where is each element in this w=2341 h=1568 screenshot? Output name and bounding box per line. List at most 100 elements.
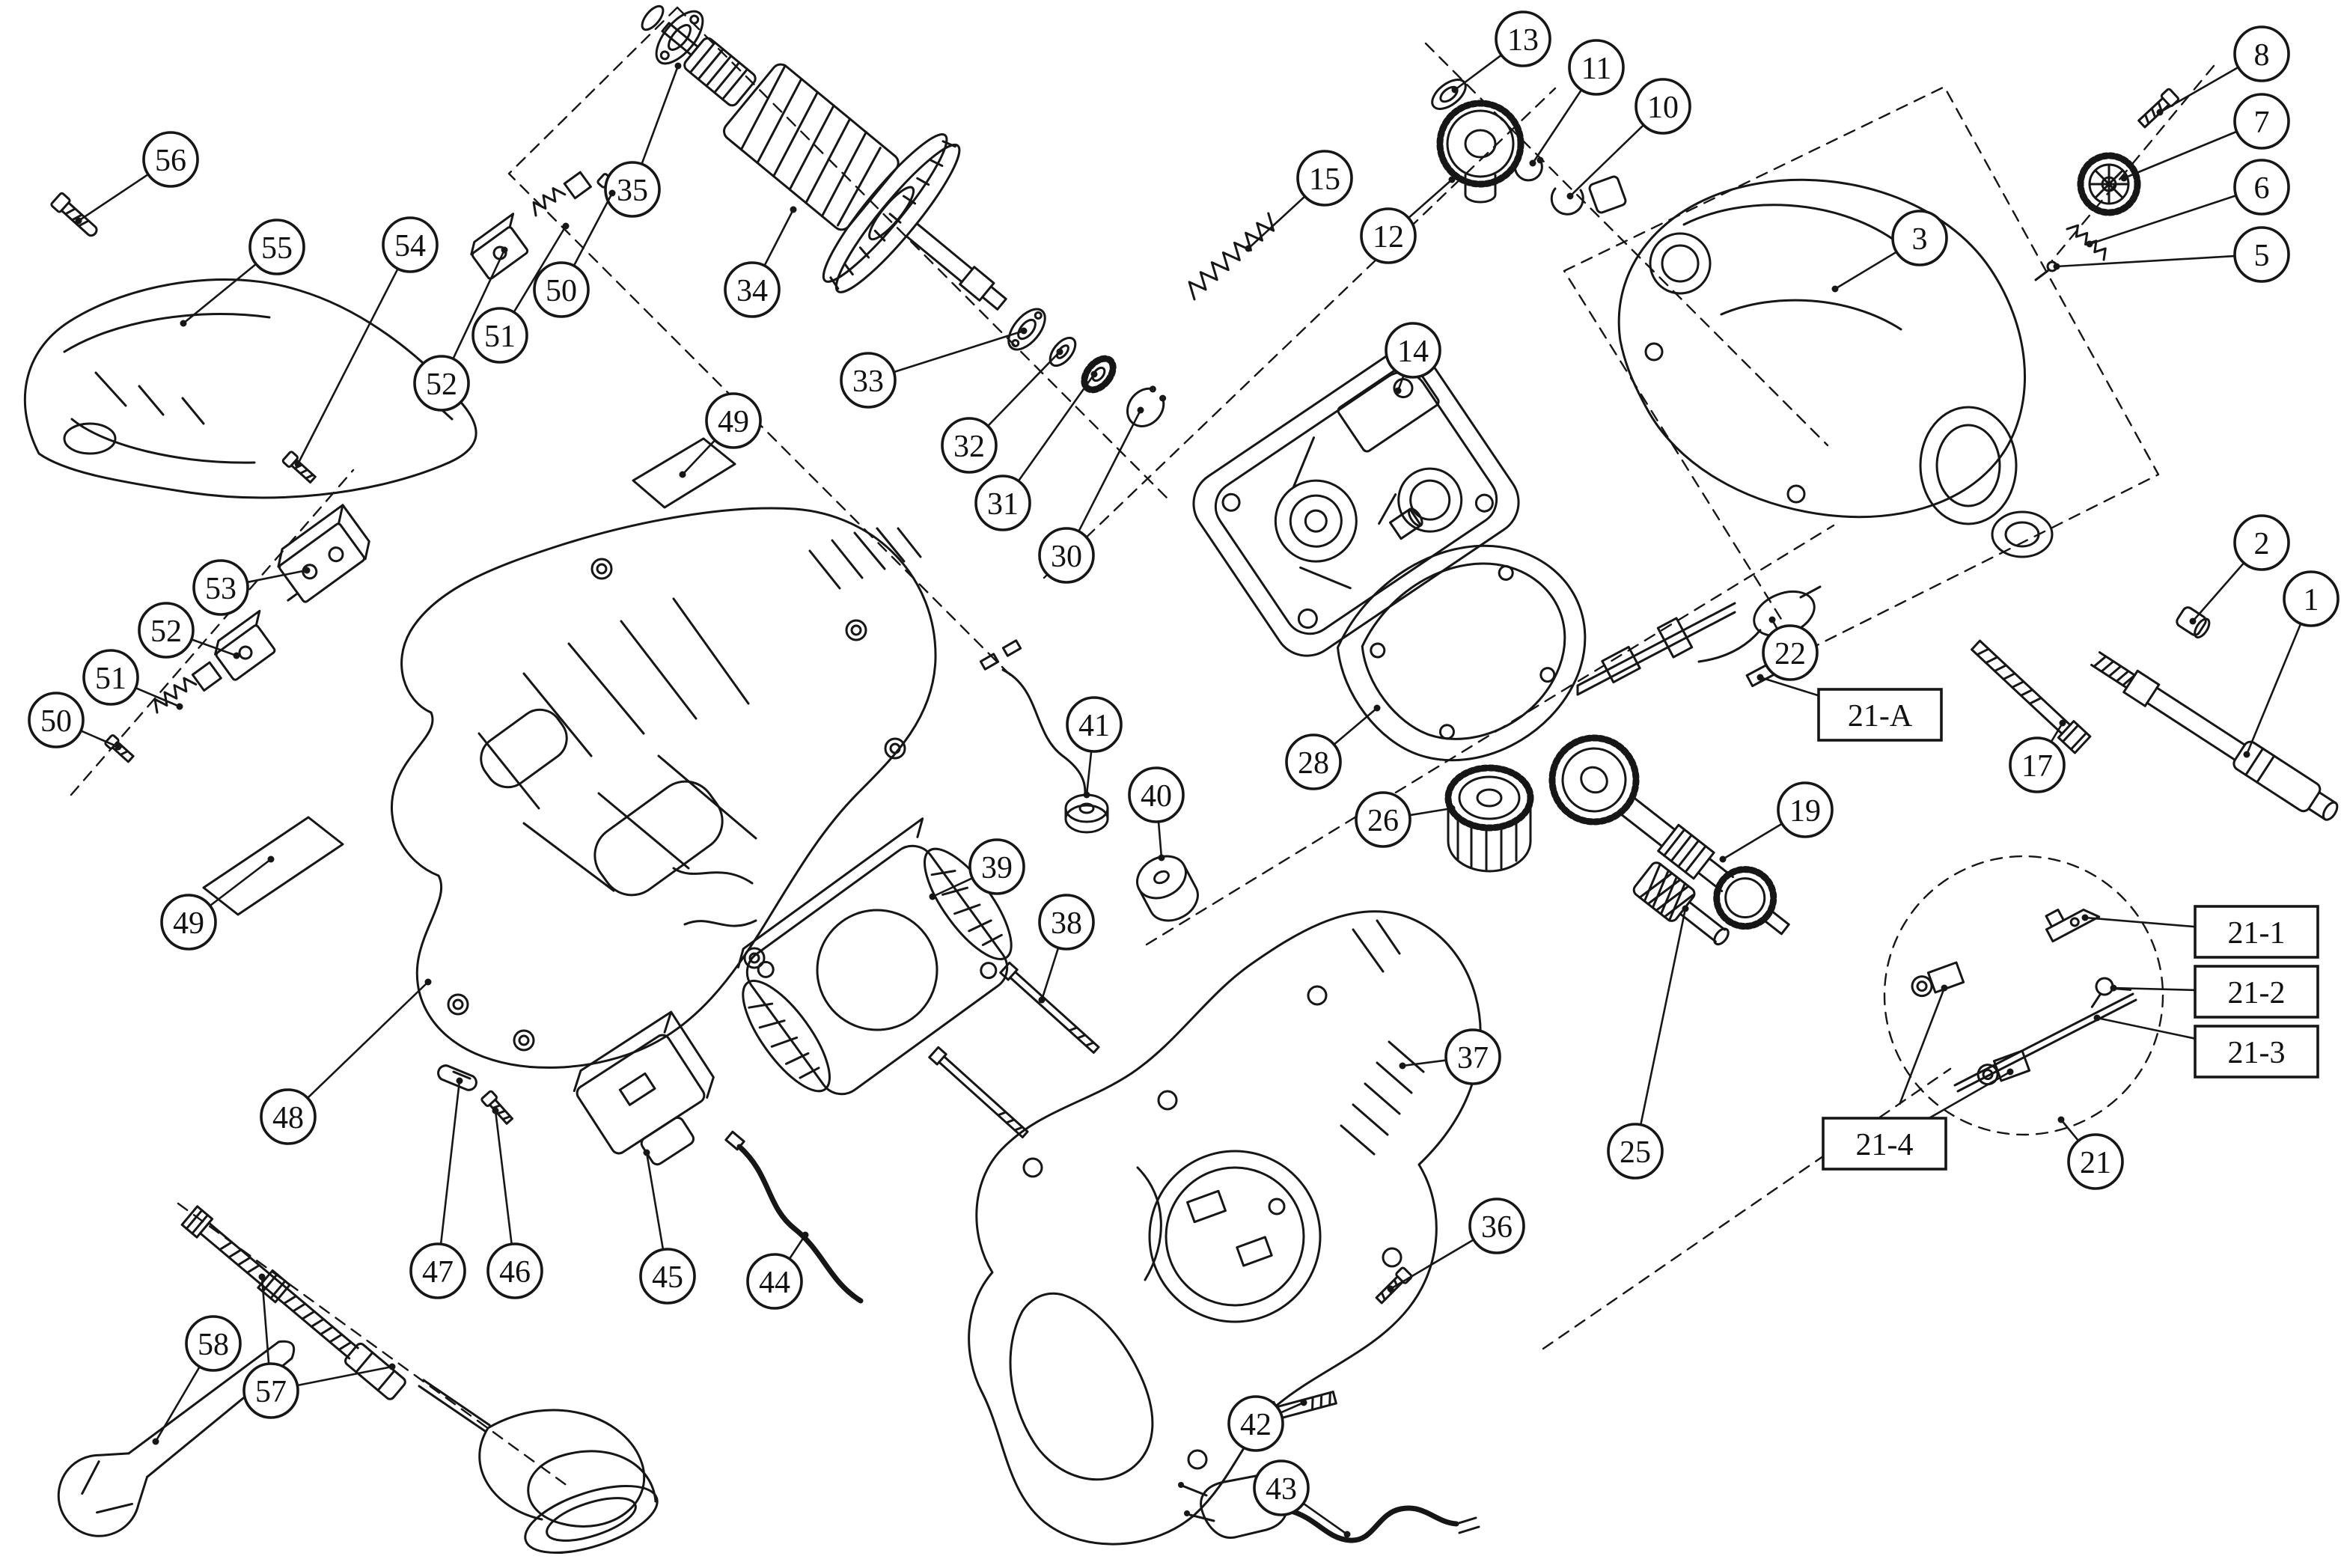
- part-callout-38: 38: [1038, 894, 1095, 1004]
- part-number-35: 35: [617, 174, 648, 208]
- pin-5-drawing: [2034, 260, 2058, 281]
- brush-assembly-21-drawing: [1883, 855, 2164, 1136]
- part-balloon-51-top: [471, 307, 528, 364]
- brush-spring-51-left-drawing: [153, 661, 222, 714]
- part-number-31: 31: [987, 487, 1019, 522]
- part-number-51-top: 51: [484, 320, 516, 354]
- part-number-55: 55: [261, 231, 293, 266]
- screw-8-drawing: [2137, 88, 2180, 129]
- part-callout-26: 26: [1355, 791, 1456, 848]
- part-number-22: 22: [1774, 637, 1806, 671]
- armature-34-drawing: [661, 22, 1007, 311]
- part-balloon-34: [724, 261, 781, 318]
- part-number-13: 13: [1507, 23, 1539, 58]
- part-balloon-46: [486, 1242, 543, 1299]
- part-callout-19: 19: [1719, 781, 1834, 863]
- part-balloon-33: [840, 352, 897, 409]
- part-number-49-left: 49: [173, 906, 204, 941]
- bearing-35-drawing: [655, 10, 704, 65]
- part-callout-11: 11: [1529, 39, 1625, 167]
- part-callout-25: 25: [1607, 905, 1689, 1180]
- part-callout-12: 12: [1360, 176, 1456, 264]
- part-number-33: 33: [852, 364, 884, 399]
- bushing-drawing: [1388, 507, 1423, 540]
- part-balloon-32: [941, 417, 998, 474]
- part-balloon-49-left: [160, 894, 217, 951]
- part-callout-56: 56: [75, 131, 199, 225]
- clamp-47-drawing: [437, 1064, 477, 1091]
- part-balloon-49-top: [705, 392, 762, 449]
- left-housing-48-drawing: [391, 507, 937, 1069]
- part-callout-44: 44: [746, 1231, 809, 1310]
- part-balloon-15: [1296, 150, 1353, 207]
- part-number-21-1: 21-1: [2228, 916, 2286, 951]
- part-callout-8: 8: [2156, 25, 2290, 116]
- part-callout-28: 28: [1285, 704, 1381, 790]
- part-callout-2: 2: [2189, 514, 2290, 625]
- part-number-3: 3: [1912, 222, 1928, 257]
- part-number-38: 38: [1051, 906, 1082, 941]
- part-callout-1: 1: [2243, 570, 2340, 758]
- part-number-53: 53: [205, 572, 236, 606]
- power-cord-43-drawing: [1178, 1474, 1480, 1543]
- shift-lever-22-drawing: [1576, 585, 1822, 696]
- part-balloon-19: [1777, 781, 1834, 838]
- part-balloon-5: [2233, 226, 2290, 283]
- screw-54-drawing: [281, 451, 317, 483]
- part-callout-21-A: 21-A: [1756, 674, 1943, 742]
- spring-6-drawing: [2066, 224, 2107, 261]
- part-balloon-45: [639, 1248, 696, 1305]
- part-callout-36: 36: [1387, 1198, 1525, 1293]
- threaded-rod-57-drawing: [180, 1205, 359, 1360]
- gear-12-drawing: [1436, 100, 1524, 204]
- right-housing-37-drawing: [968, 910, 1482, 1546]
- part-balloon-22: [1762, 624, 1819, 681]
- part-balloon-21-A: [1817, 688, 1943, 742]
- part-number-11: 11: [1581, 52, 1611, 86]
- part-balloon-42: [1227, 1395, 1284, 1452]
- part-balloon-12: [1360, 207, 1417, 264]
- part-callout-5: 5: [2053, 226, 2290, 283]
- part-number-40: 40: [1141, 779, 1172, 814]
- part-callout-53: 53: [192, 559, 311, 616]
- part-balloon-21-1: [2194, 905, 2319, 959]
- part-number-50-top: 50: [546, 274, 577, 308]
- part-number-7: 7: [2254, 106, 2270, 140]
- part-number-44: 44: [759, 1266, 790, 1300]
- part-callout-7: 7: [2120, 93, 2290, 182]
- stator-lead-wires-drawing: [672, 867, 757, 927]
- part-callout-52-top: 52: [413, 246, 508, 412]
- part-callout-45: 45: [639, 1149, 696, 1305]
- bolt-17-drawing: [1971, 639, 2092, 754]
- part-balloon-52-top: [413, 355, 470, 412]
- coupler-57-drawing: [344, 1342, 406, 1400]
- part-balloon-55: [248, 219, 305, 275]
- bearing-plate-14-drawing: [1192, 349, 1520, 657]
- part-number-30: 30: [1051, 540, 1082, 574]
- part-balloon-53: [192, 559, 249, 616]
- brush-spring-51-top-drawing: [532, 171, 592, 217]
- bearing-wheel-7-drawing: [2077, 152, 2141, 216]
- part-callout-47: 47: [409, 1077, 466, 1299]
- part-callout-40: 40: [1128, 766, 1185, 861]
- part-balloon-21-2: [2194, 965, 2319, 1019]
- part-balloon-36: [1468, 1198, 1525, 1254]
- part-callout-31: 31: [974, 370, 1098, 531]
- part-balloon-26: [1355, 791, 1411, 848]
- part-balloon-21: [2067, 1133, 2124, 1190]
- part-callout-13: 13: [1451, 10, 1551, 94]
- cable-44-drawing: [736, 1144, 864, 1304]
- part-callout-43: 43: [1253, 1459, 1351, 1538]
- part-number-19: 19: [1789, 794, 1821, 829]
- cable-44-terminal-drawing: [724, 1130, 745, 1151]
- part-number-39: 39: [981, 851, 1013, 885]
- part-number-56: 56: [155, 144, 186, 178]
- part-balloon-37: [1444, 1028, 1501, 1085]
- label-plate-49-top-drawing: [632, 437, 736, 509]
- part-balloon-57: [242, 1362, 299, 1419]
- part-number-51-left: 51: [95, 662, 126, 696]
- part-balloon-8: [2233, 25, 2290, 82]
- part-callout-46: 46: [486, 1107, 543, 1299]
